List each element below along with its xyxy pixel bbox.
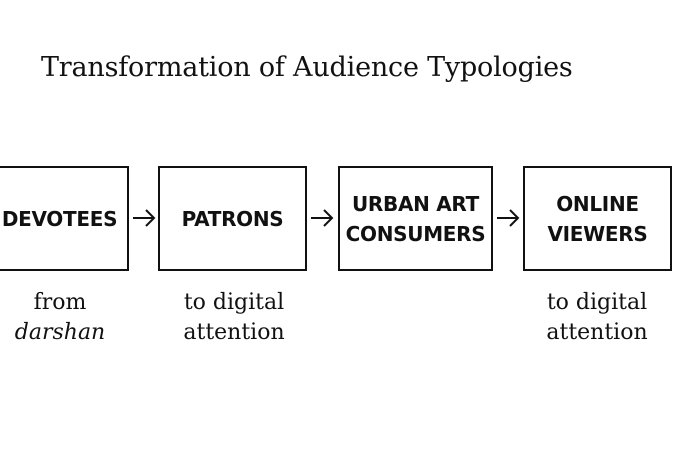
caption-line: attention — [546, 320, 648, 345]
caption-line: to digital — [183, 290, 285, 315]
diagram-title: Transformation of Audience Typologies — [41, 52, 573, 83]
caption-devotees: from darshan — [0, 288, 140, 348]
caption-line: to digital — [546, 290, 648, 315]
arrow-right-icon — [311, 209, 334, 227]
stage-box-patrons: PATRONS — [158, 166, 307, 271]
stage-box-urban-art-consumers: URBAN ART CONSUMERS — [338, 166, 493, 271]
caption-line-italic: darshan — [14, 320, 106, 345]
caption-patrons: to digital attention — [154, 288, 314, 348]
arrow-right-icon — [497, 209, 520, 227]
stage-box-devotees: DEVOTEES — [0, 166, 129, 271]
stage-box-online-viewers: ONLINE VIEWERS — [523, 166, 672, 271]
caption-line: from — [33, 290, 87, 315]
caption-line: attention — [183, 320, 285, 345]
arrow-right-icon — [133, 209, 156, 227]
caption-online-viewers: to digital attention — [517, 288, 677, 348]
